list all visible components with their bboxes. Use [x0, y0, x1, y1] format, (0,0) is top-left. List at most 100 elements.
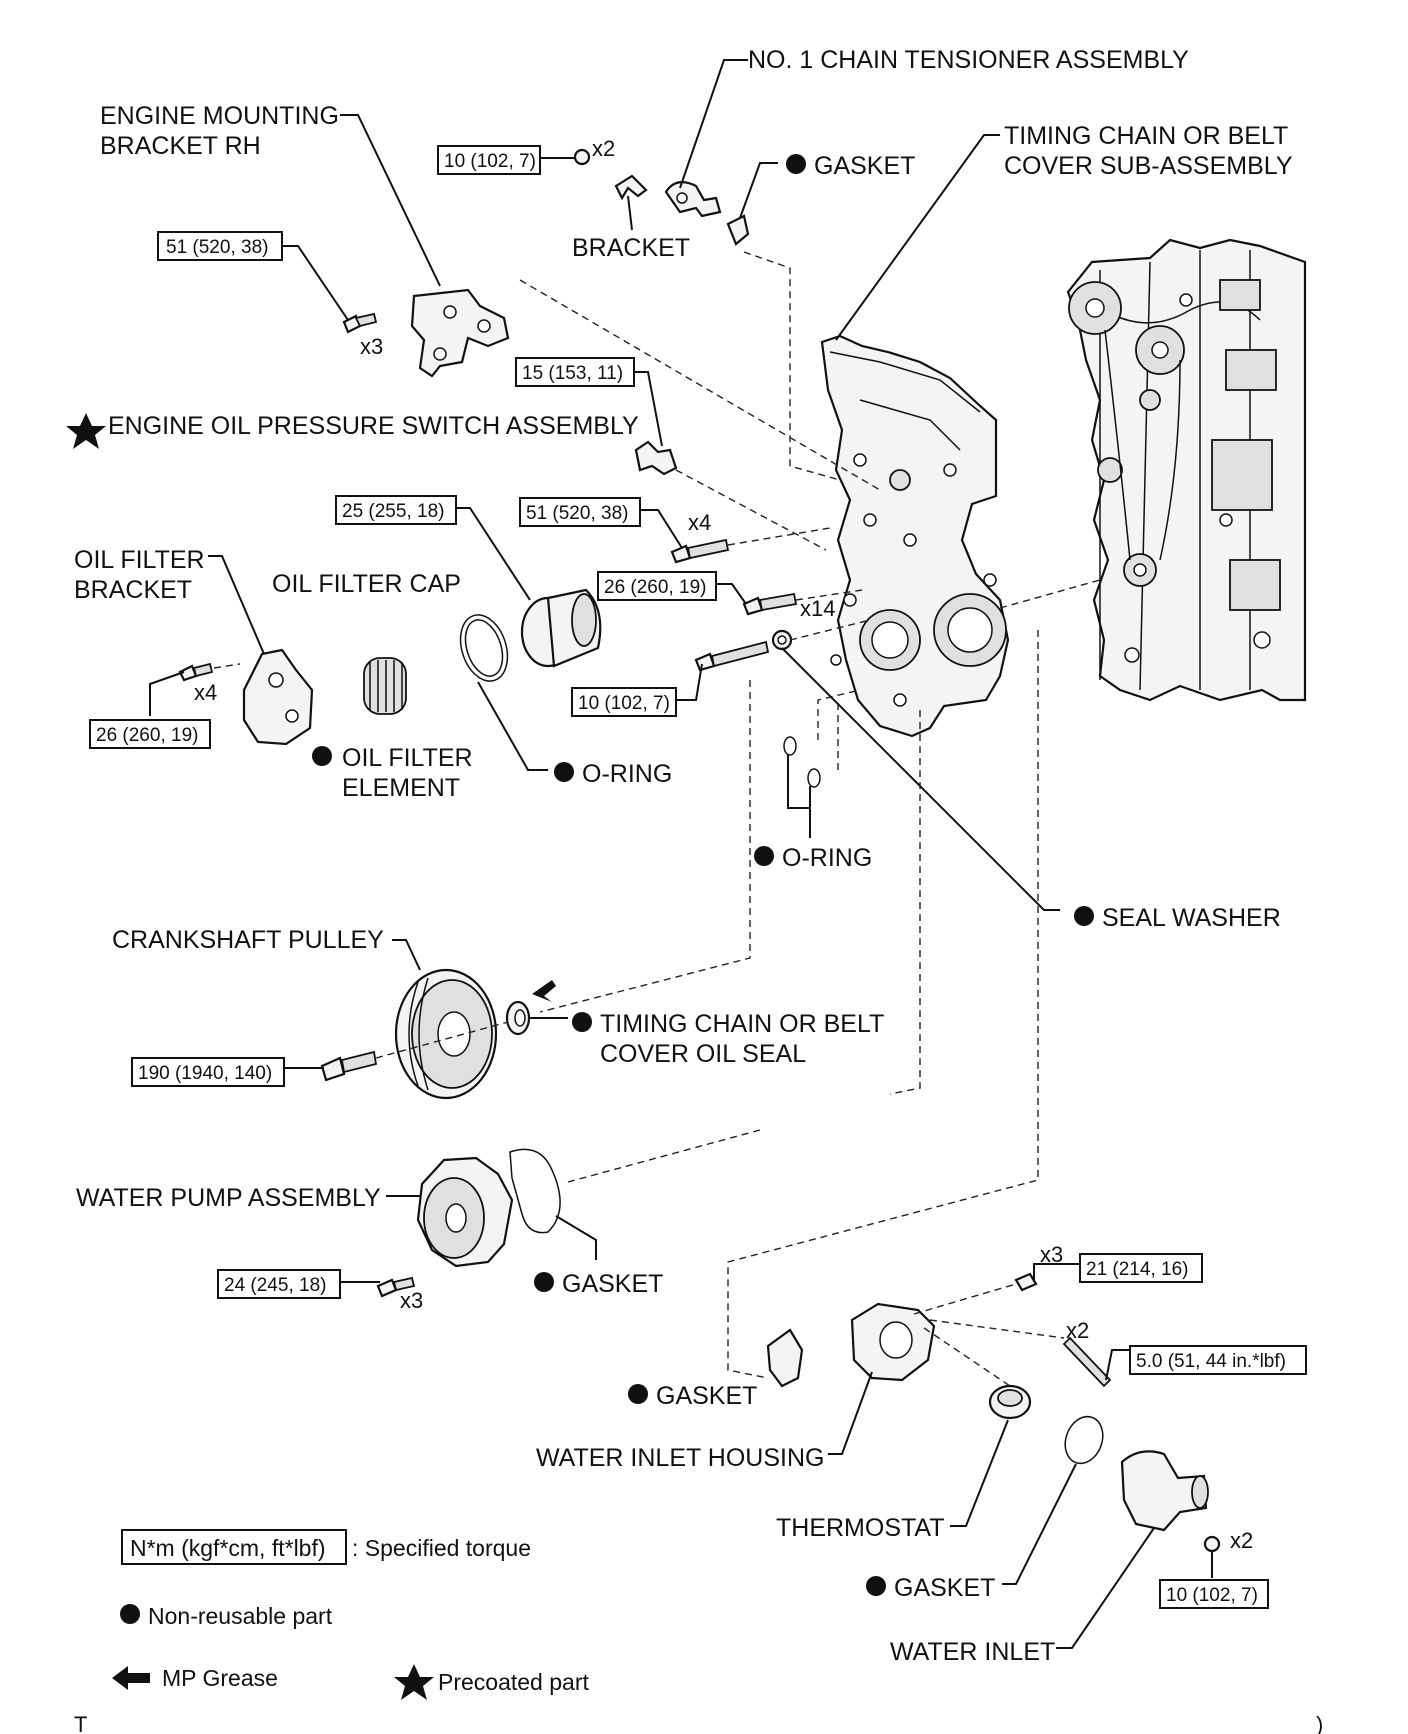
qty-filter-bracket: x4: [194, 680, 217, 705]
label-oil-seal-2: COVER OIL SEAL: [600, 1040, 806, 1068]
qty-water-inlet: x2: [1230, 1528, 1253, 1553]
non-reusable-icon: [866, 1576, 886, 1596]
torque-box: [1159, 1579, 1269, 1609]
torque-box: [1129, 1345, 1307, 1375]
label-gasket-water-pump: GASKET: [562, 1270, 663, 1298]
legend-non-reusable: Non-reusable part: [148, 1603, 333, 1629]
legend-precoated-star-icon: [394, 1664, 434, 1700]
torque-filter-bracket: 26 (260, 19): [96, 725, 198, 746]
crankshaft-pulley-illustration: [394, 968, 498, 1100]
oil-filter-element-illustration: [363, 657, 407, 715]
label-oil-filter-bracket-1: OIL FILTER: [74, 546, 205, 574]
torque-inlet-housing-stud: 5.0 (51, 44 in.*lbf): [1136, 1351, 1286, 1372]
label-chain-tensioner: NO. 1 CHAIN TENSIONER ASSEMBLY: [748, 46, 1189, 74]
assembly-dashed-lines: [213, 251, 1101, 1387]
legend-torque-box: [121, 1529, 347, 1565]
leader-lines: [149, 59, 1213, 1649]
label-o-ring-filter: O-RING: [582, 760, 672, 788]
label-water-inlet-housing: WATER INLET HOUSING: [536, 1444, 824, 1472]
thermostat-gasket-illustration: [1064, 1415, 1104, 1465]
torque-box: [89, 719, 211, 749]
cover-stud-illustration: [694, 629, 793, 672]
torque-box: [217, 1269, 341, 1299]
oil-pressure-switch-illustration: [634, 440, 678, 476]
label-thermostat: THERMOSTAT: [776, 1514, 945, 1542]
thermostat-illustration: [988, 1384, 1032, 1420]
torque-water-pump: 24 (245, 18): [224, 1275, 326, 1296]
non-reusable-icon: [628, 1384, 648, 1404]
non-reusable-icon: [312, 746, 332, 766]
torque-box: [335, 495, 457, 525]
precoated-star-icon: [66, 413, 106, 449]
footer-left-mark: T: [74, 1712, 87, 1734]
cover-bolt-x14-illustration: [742, 592, 798, 616]
qty-inlet-bolt: x3: [1040, 1242, 1063, 1267]
non-reusable-icon: [534, 1272, 554, 1292]
label-oil-pressure-switch: ENGINE OIL PRESSURE SWITCH ASSEMBLY: [108, 412, 639, 440]
small-o-ring-1: [783, 736, 797, 756]
torque-filter-cap: 25 (255, 18): [342, 501, 444, 522]
qty-cover-x14: x14: [800, 596, 835, 621]
label-water-pump: WATER PUMP ASSEMBLY: [76, 1184, 381, 1212]
non-reusable-icon: [554, 762, 574, 782]
cover-bolt-x4-illustration: [670, 538, 730, 564]
inlet-housing-bolt-illustration: [1014, 1272, 1038, 1292]
water-inlet-nut-illustration: [1203, 1535, 1221, 1553]
label-o-ring-small: O-RING: [782, 844, 872, 872]
label-oil-filter-element-2: ELEMENT: [342, 774, 460, 802]
torque-box: [437, 145, 541, 175]
torque-mount-bolt: 51 (520, 38): [166, 237, 268, 258]
engine-mounting-bracket-illustration: [410, 288, 510, 378]
torque-box: [515, 357, 635, 387]
torque-oil-switch: 15 (153, 11): [522, 363, 623, 384]
label-timing-cover-2: COVER SUB-ASSEMBLY: [1004, 152, 1293, 180]
label-water-inlet: WATER INLET: [890, 1638, 1055, 1666]
legend-precoated: Precoated part: [438, 1669, 589, 1695]
non-reusable-icon: [572, 1012, 592, 1032]
oil-filter-cap-illustration: [520, 588, 602, 668]
oil-filter-bracket-illustration: [242, 648, 314, 746]
torque-cover-bolt-x4: 51 (520, 38): [526, 503, 628, 524]
label-oil-filter-bracket-2: BRACKET: [74, 576, 192, 604]
label-oil-filter-cap: OIL FILTER CAP: [272, 570, 461, 598]
torque-tensioner-bolt: 10 (102, 7): [444, 151, 536, 172]
pulley-bolt-illustration: [320, 1050, 378, 1082]
label-oil-seal-1: TIMING CHAIN OR BELT: [600, 1010, 884, 1038]
water-pump-bolt-illustration: [376, 1276, 416, 1298]
qty-cover-x4: x4: [688, 510, 711, 535]
label-bracket: BRACKET: [572, 234, 690, 262]
oil-seal-illustration: [505, 1000, 531, 1036]
non-reusable-icon: [786, 154, 806, 174]
tensioner-nut-illustration: [573, 148, 591, 166]
non-reusable-icon: [1074, 906, 1094, 926]
footer-right-mark: ): [1316, 1712, 1323, 1734]
chain-tensioner-illustration: [664, 181, 722, 218]
filter-bracket-bolt-illustration: [178, 662, 214, 682]
torque-inlet-housing-bolt: 21 (214, 16): [1086, 1259, 1188, 1280]
label-engine-mounting-2: BRACKET RH: [100, 132, 261, 160]
qty-tensioner: x2: [592, 136, 615, 161]
torque-water-inlet-nut: 10 (102, 7): [1166, 1585, 1258, 1606]
water-pump-gasket-illustration: [509, 1148, 561, 1234]
grease-arrow-marker: [532, 980, 556, 1002]
inlet-housing-gasket-illustration: [766, 1328, 804, 1388]
label-engine-mounting-1: ENGINE MOUNTING: [100, 102, 339, 130]
water-inlet-housing-illustration: [850, 1302, 936, 1382]
legend-grease-arrow-icon: [112, 1666, 150, 1690]
torque-pulley: 190 (1940, 140): [138, 1063, 272, 1084]
inlet-housing-stud-illustration: [1062, 1336, 1112, 1388]
torque-box: [1079, 1253, 1203, 1283]
qty-mount: x3: [360, 334, 383, 359]
legend: N*m (kgf*cm, ft*lbf) : Specified torque …: [112, 1529, 589, 1700]
torque-box: [571, 687, 677, 717]
legend-torque-units: N*m (kgf*cm, ft*lbf): [130, 1535, 326, 1561]
label-gasket-thermostat: GASKET: [894, 1574, 995, 1602]
label-seal-washer: SEAL WASHER: [1102, 904, 1281, 932]
torque-box: [131, 1057, 285, 1087]
small-bracket-illustration: [614, 174, 648, 201]
qty-inlet-stud: x2: [1066, 1318, 1089, 1343]
torque-box: [157, 231, 283, 261]
label-crankshaft-pulley: CRANKSHAFT PULLEY: [112, 926, 384, 954]
water-inlet-illustration: [1120, 1450, 1209, 1532]
